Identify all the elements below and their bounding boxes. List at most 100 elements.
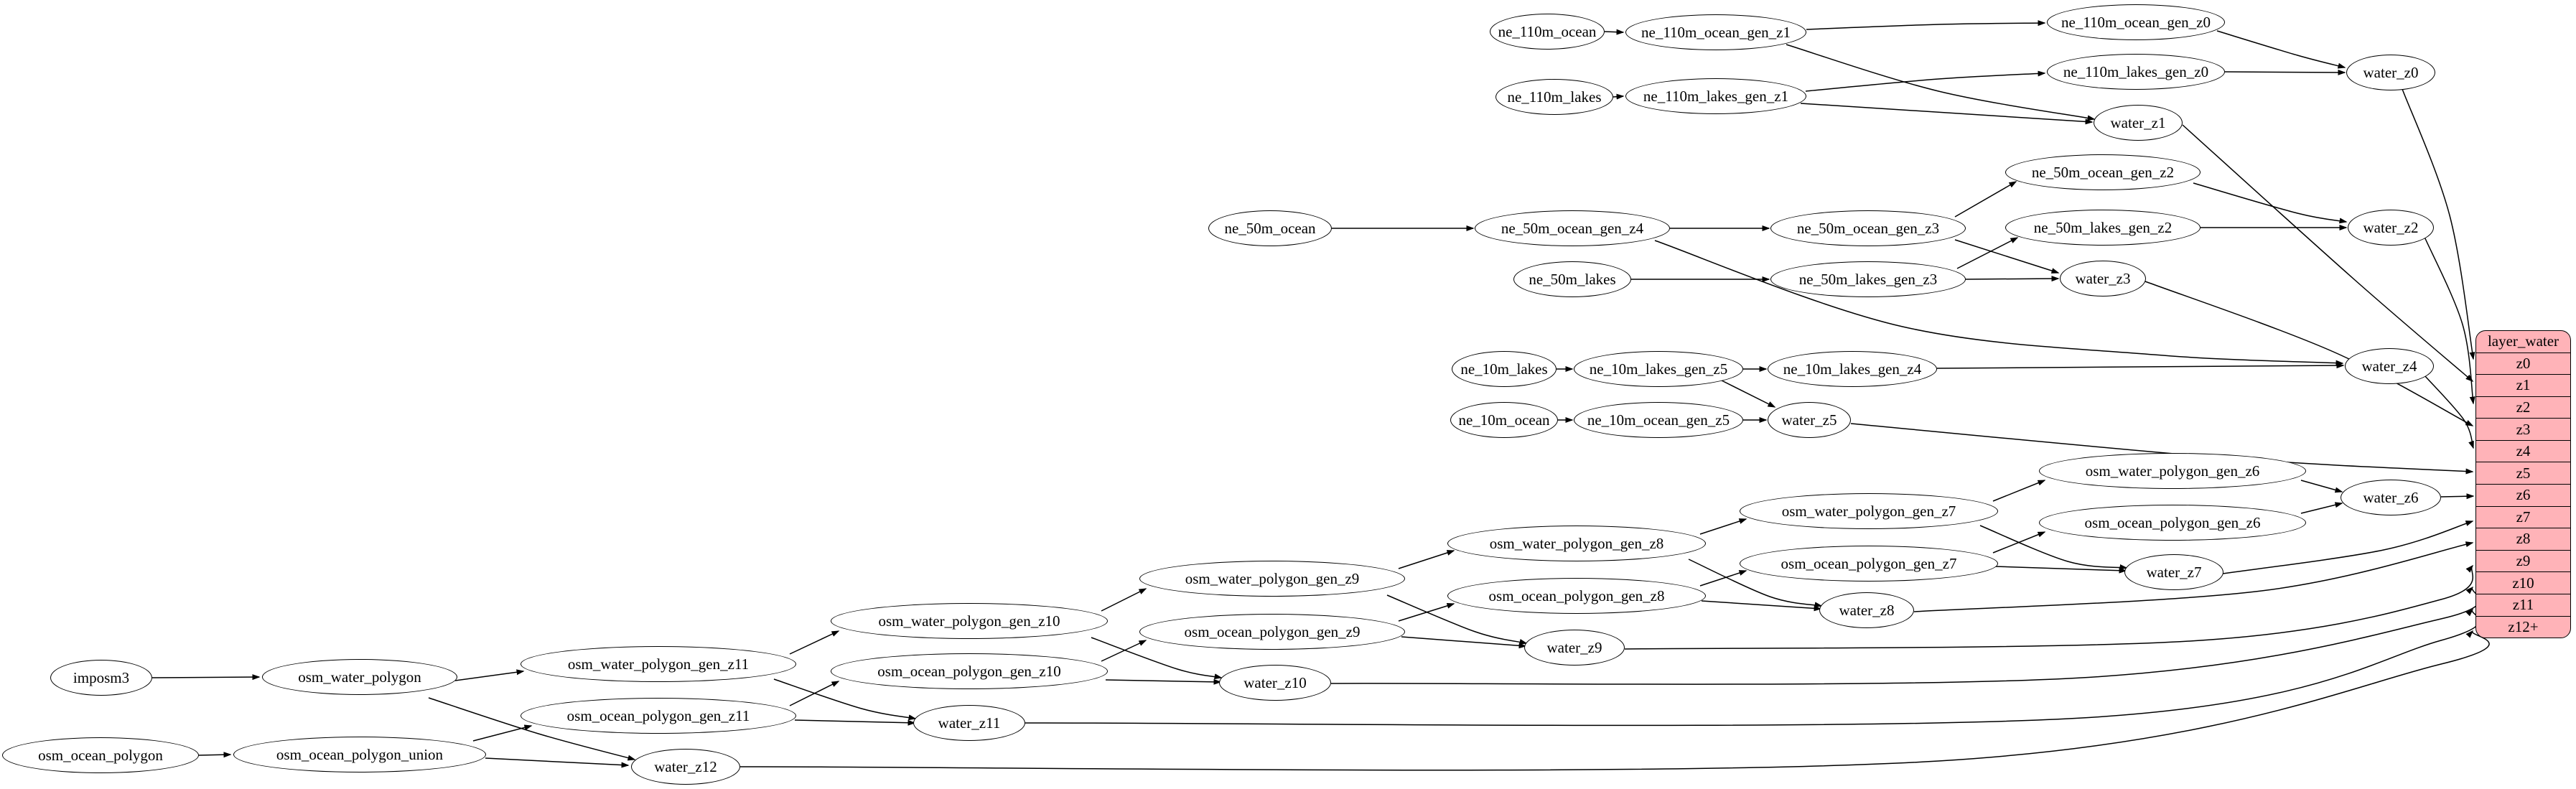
node-water_z8: water_z8 (1819, 592, 1914, 628)
edge-osm_ocean_polygon_gen_z6-to-water_z6 (2300, 502, 2343, 514)
node-ne_50m_lakes: ne_50m_lakes (1513, 261, 1631, 297)
edge-osm_ocean_polygon_gen_z7-to-water_z7 (1994, 566, 2127, 574)
table-row-z12+: z12+ (2476, 615, 2570, 638)
edge-water_z10-to-row_z10 (1330, 586, 2481, 685)
edge-osm_ocean_polygon_gen_z10-to-water_z10 (1105, 678, 1222, 685)
table-row-z7: z7 (2476, 505, 2570, 528)
edge-osm_water_polygon_gen_z6-to-water_z6 (2300, 480, 2343, 493)
edges (151, 20, 2490, 771)
edge-ne_110m_ocean_gen_z1-to-ne_110m_ocean_gen_z0 (1806, 20, 2046, 30)
edge-osm_water_polygon_gen_z9-to-water_z9 (1386, 594, 1528, 645)
edge-osm_ocean_polygon_gen_z9-to-water_z9 (1401, 636, 1527, 649)
edge-ne_110m_lakes_gen_z1-to-ne_110m_lakes_gen_z0 (1805, 70, 2046, 92)
node-water_z4: water_z4 (2345, 348, 2434, 384)
edge-osm_water_polygon_gen_z9-to-osm_water_polygon_gen_z8 (1398, 550, 1455, 569)
node-ne_50m_ocean_gen_z3: ne_50m_ocean_gen_z3 (1770, 210, 1966, 246)
edge-ne_110m_ocean_gen_z1-to-water_z1 (1786, 44, 2096, 121)
edge-water_z2-to-row_z2 (2424, 236, 2475, 405)
edge-water_z9-to-row_z9 (1624, 564, 2474, 650)
node-osm_water_polygon_gen_z8: osm_water_polygon_gen_z8 (1447, 526, 1706, 561)
node-water_z3: water_z3 (2060, 261, 2146, 297)
table-row-z5: z5 (2476, 462, 2570, 484)
node-osm_water_polygon_gen_z6: osm_water_polygon_gen_z6 (2039, 453, 2306, 489)
edge-ne_10m_lakes_gen_z5-to-water_z5 (1721, 380, 1776, 408)
edge-osm_water_polygon-to-osm_water_polygon_gen_z11 (454, 669, 525, 681)
node-water_z10: water_z10 (1219, 665, 1331, 701)
node-water_z2: water_z2 (2348, 210, 2434, 246)
table-row-z3: z3 (2476, 418, 2570, 440)
node-ne_50m_ocean_gen_z4: ne_50m_ocean_gen_z4 (1475, 210, 1670, 246)
edge-osm_water_polygon_gen_z10-to-water_z10 (1091, 637, 1223, 680)
edge-osm_water_polygon-to-water_z12 (428, 697, 636, 761)
edge-osm_ocean_polygon_gen_z11-to-water_z11 (794, 719, 916, 726)
table-row-z11: z11 (2476, 593, 2570, 616)
edge-ne_50m_ocean_gen_z3-to-ne_50m_ocean_gen_z2 (1954, 181, 2017, 218)
edge-water_z7-to-row_z7 (2222, 520, 2474, 574)
edge-ne_50m_lakes_gen_z3-to-ne_50m_lakes_gen_z2 (1956, 237, 2019, 269)
node-ne_10m_lakes_gen_z5: ne_10m_lakes_gen_z5 (1574, 351, 1743, 387)
edge-osm_ocean_polygon_gen_z9-to-osm_ocean_polygon_gen_z8 (1398, 603, 1455, 622)
edge-ne_50m_ocean_gen_z2-to-water_z2 (2193, 182, 2348, 224)
node-osm_water_polygon: osm_water_polygon (262, 659, 457, 695)
edge-ne_110m_lakes_gen_z0-to-water_z0 (2224, 69, 2346, 75)
edge-water_z1-to-row_z1 (2182, 124, 2474, 382)
node-water_z11: water_z11 (913, 705, 1025, 741)
edge-water_z0-to-row_z0 (2402, 88, 2475, 360)
edge-osm_water_polygon_gen_z8-to-water_z8 (1688, 559, 1823, 608)
node-ne_50m_ocean_gen_z2: ne_50m_ocean_gen_z2 (2005, 154, 2201, 190)
table-row-z8: z8 (2476, 528, 2570, 550)
node-water_z12: water_z12 (631, 749, 740, 785)
edge-osm_water_polygon_gen_z10-to-osm_water_polygon_gen_z9 (1101, 588, 1147, 612)
node-osm_ocean_polygon_gen_z9: osm_ocean_polygon_gen_z9 (1139, 614, 1405, 650)
table-row-z9: z9 (2476, 549, 2570, 572)
table-row-z4: z4 (2476, 439, 2570, 462)
edge-osm_ocean_polygon_gen_z8-to-osm_ocean_polygon_gen_z7 (1699, 570, 1747, 587)
node-osm_ocean_polygon_gen_z7: osm_ocean_polygon_gen_z7 (1740, 546, 1998, 582)
node-ne_50m_lakes_gen_z2: ne_50m_lakes_gen_z2 (2005, 210, 2201, 246)
node-water_z5: water_z5 (1768, 402, 1851, 438)
node-ne_110m_ocean: ne_110m_ocean (1490, 14, 1605, 50)
node-water_z0: water_z0 (2346, 55, 2435, 90)
table-row-z1: z1 (2476, 374, 2570, 396)
edge-imposm3-to-osm_water_polygon (151, 674, 261, 681)
node-ne_110m_ocean_gen_z0: ne_110m_ocean_gen_z0 (2047, 4, 2225, 40)
edge-water_z3-to-row_z3 (2145, 281, 2474, 426)
edge-water_z4-to-row_z4 (2424, 375, 2474, 449)
edge-ne_50m_ocean_gen_z4-to-water_z4 (1654, 240, 2344, 366)
node-ne_110m_lakes_gen_z1: ne_110m_lakes_gen_z1 (1625, 78, 1806, 114)
node-osm_ocean_polygon_gen_z6: osm_ocean_polygon_gen_z6 (2039, 505, 2306, 541)
edge-osm_ocean_polygon_union-to-osm_ocean_polygon_gen_z11 (472, 724, 533, 742)
edge-osm_water_polygon_gen_z7-to-water_z7 (1979, 525, 2128, 570)
node-ne_50m_ocean: ne_50m_ocean (1208, 210, 1332, 246)
edge-osm_ocean_polygon_gen_z8-to-water_z8 (1701, 600, 1822, 612)
node-osm_water_polygon_gen_z10: osm_water_polygon_gen_z10 (831, 603, 1108, 639)
node-water_z1: water_z1 (2094, 105, 2183, 141)
edge-osm_water_polygon_gen_z8-to-osm_water_polygon_gen_z7 (1699, 518, 1747, 535)
node-osm_water_polygon_gen_z11: osm_water_polygon_gen_z11 (521, 646, 796, 682)
node-osm_water_polygon_gen_z9: osm_water_polygon_gen_z9 (1139, 561, 1405, 597)
node-osm_ocean_polygon_union: osm_ocean_polygon_union (233, 737, 486, 772)
edge-osm_water_polygon_gen_z11-to-water_z11 (773, 678, 917, 721)
node-ne_110m_lakes: ne_110m_lakes (1495, 79, 1613, 115)
edge-ne_10m_lakes_gen_z4-to-water_z4 (1936, 363, 2345, 369)
node-water_z7: water_z7 (2124, 554, 2223, 590)
node-osm_water_polygon_gen_z7: osm_water_polygon_gen_z7 (1740, 493, 1998, 529)
table-row-z2: z2 (2476, 396, 2570, 419)
node-osm_ocean_polygon_gen_z8: osm_ocean_polygon_gen_z8 (1447, 578, 1706, 614)
edge-ne_110m_lakes_gen_z1-to-water_z1 (1800, 103, 2094, 125)
node-ne_10m_ocean: ne_10m_ocean (1450, 402, 1558, 438)
edge-osm_ocean_polygon_gen_z11-to-osm_ocean_polygon_gen_z10 (789, 681, 840, 706)
edge-osm_ocean_polygon_gen_z7-to-osm_ocean_polygon_gen_z6 (1992, 531, 2046, 554)
node-osm_ocean_polygon_gen_z11: osm_ocean_polygon_gen_z11 (521, 698, 796, 734)
node-ne_10m_lakes_gen_z4: ne_10m_lakes_gen_z4 (1768, 351, 1937, 387)
edge-osm_ocean_polygon_union-to-water_z12 (485, 757, 630, 768)
edge-osm_water_polygon_gen_z11-to-osm_water_polygon_gen_z10 (789, 630, 840, 655)
node-water_z6: water_z6 (2341, 480, 2441, 515)
table-row-z10: z10 (2476, 571, 2570, 594)
edge-osm_ocean_polygon_gen_z10-to-osm_ocean_polygon_gen_z9 (1101, 640, 1147, 662)
node-ne_110m_lakes_gen_z0: ne_110m_lakes_gen_z0 (2047, 54, 2225, 90)
node-imposm3: imposm3 (50, 660, 152, 696)
table-header: layer_water (2487, 332, 2559, 350)
